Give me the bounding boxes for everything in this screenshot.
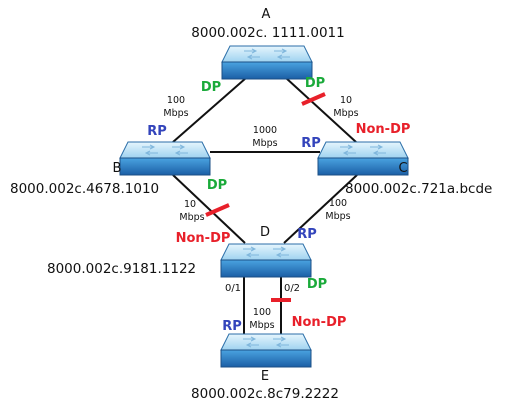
link-d-e-port2-label: 0/2: [284, 283, 300, 294]
blocked-port-mark-c-a: [301, 92, 326, 106]
role-b-to-d: DP: [207, 178, 227, 193]
switch-a-icon: [221, 45, 313, 80]
blocked-port-mark-d-b: [205, 203, 230, 217]
role-b-root: RP: [147, 124, 167, 139]
switch-a-bridge-id: 8000.002c. 1111.0011: [191, 25, 344, 41]
switch-d-icon: [220, 243, 312, 278]
switch-c-name: C: [398, 161, 407, 176]
link-a-b-speed: 100: [167, 95, 185, 106]
switch-b-icon: [119, 141, 211, 176]
link-b-d: [172, 174, 246, 244]
role-c-root: RP: [301, 136, 321, 151]
switch-e-icon: [220, 333, 312, 368]
link-d-e-port1-label: 0/1: [225, 283, 241, 294]
link-a-b: [172, 77, 247, 143]
switch-d-name: D: [260, 225, 270, 240]
switch-e-name: E: [261, 369, 269, 384]
link-a-c: [285, 77, 357, 143]
role-a-to-b: DP: [201, 80, 221, 95]
link-b-c-unit: Mbps: [252, 138, 277, 149]
link-b-d-unit: Mbps: [179, 212, 204, 223]
switch-e-bridge-id: 8000.002c.8c79.2222: [191, 386, 339, 402]
switch-b-bridge-id: 8000.002c.4678.1010: [10, 181, 159, 197]
link-a-b-unit: Mbps: [163, 108, 188, 119]
link-c-d-speed: 100: [329, 198, 347, 209]
link-b-d-speed: 10: [184, 199, 196, 210]
role-e-port2: Non-DP: [292, 315, 347, 330]
switch-c-icon: [317, 141, 409, 176]
switch-a-name: A: [262, 7, 271, 22]
switch-b-name: B: [113, 161, 122, 176]
link-d-e-unit: Mbps: [249, 320, 274, 331]
switch-c-bridge-id: 8000.002c.721a.bcde: [345, 181, 492, 197]
role-d-root: RP: [297, 227, 317, 242]
link-d-e-speed: 100: [253, 307, 271, 318]
role-d-to-e-port2: DP: [307, 277, 327, 292]
role-e-root: RP: [222, 319, 242, 334]
link-b-c-speed: 1000: [253, 125, 277, 136]
switch-d-bridge-id: 8000.002c.9181.1122: [47, 261, 196, 277]
role-a-to-c: DP: [305, 76, 325, 91]
link-c-d-unit: Mbps: [325, 211, 350, 222]
role-d-to-b: Non-DP: [176, 231, 231, 246]
role-c-to-a: Non-DP: [356, 122, 411, 137]
link-c-d: [283, 174, 358, 244]
link-a-c-speed: 10: [340, 95, 352, 106]
link-a-c-unit: Mbps: [333, 108, 358, 119]
